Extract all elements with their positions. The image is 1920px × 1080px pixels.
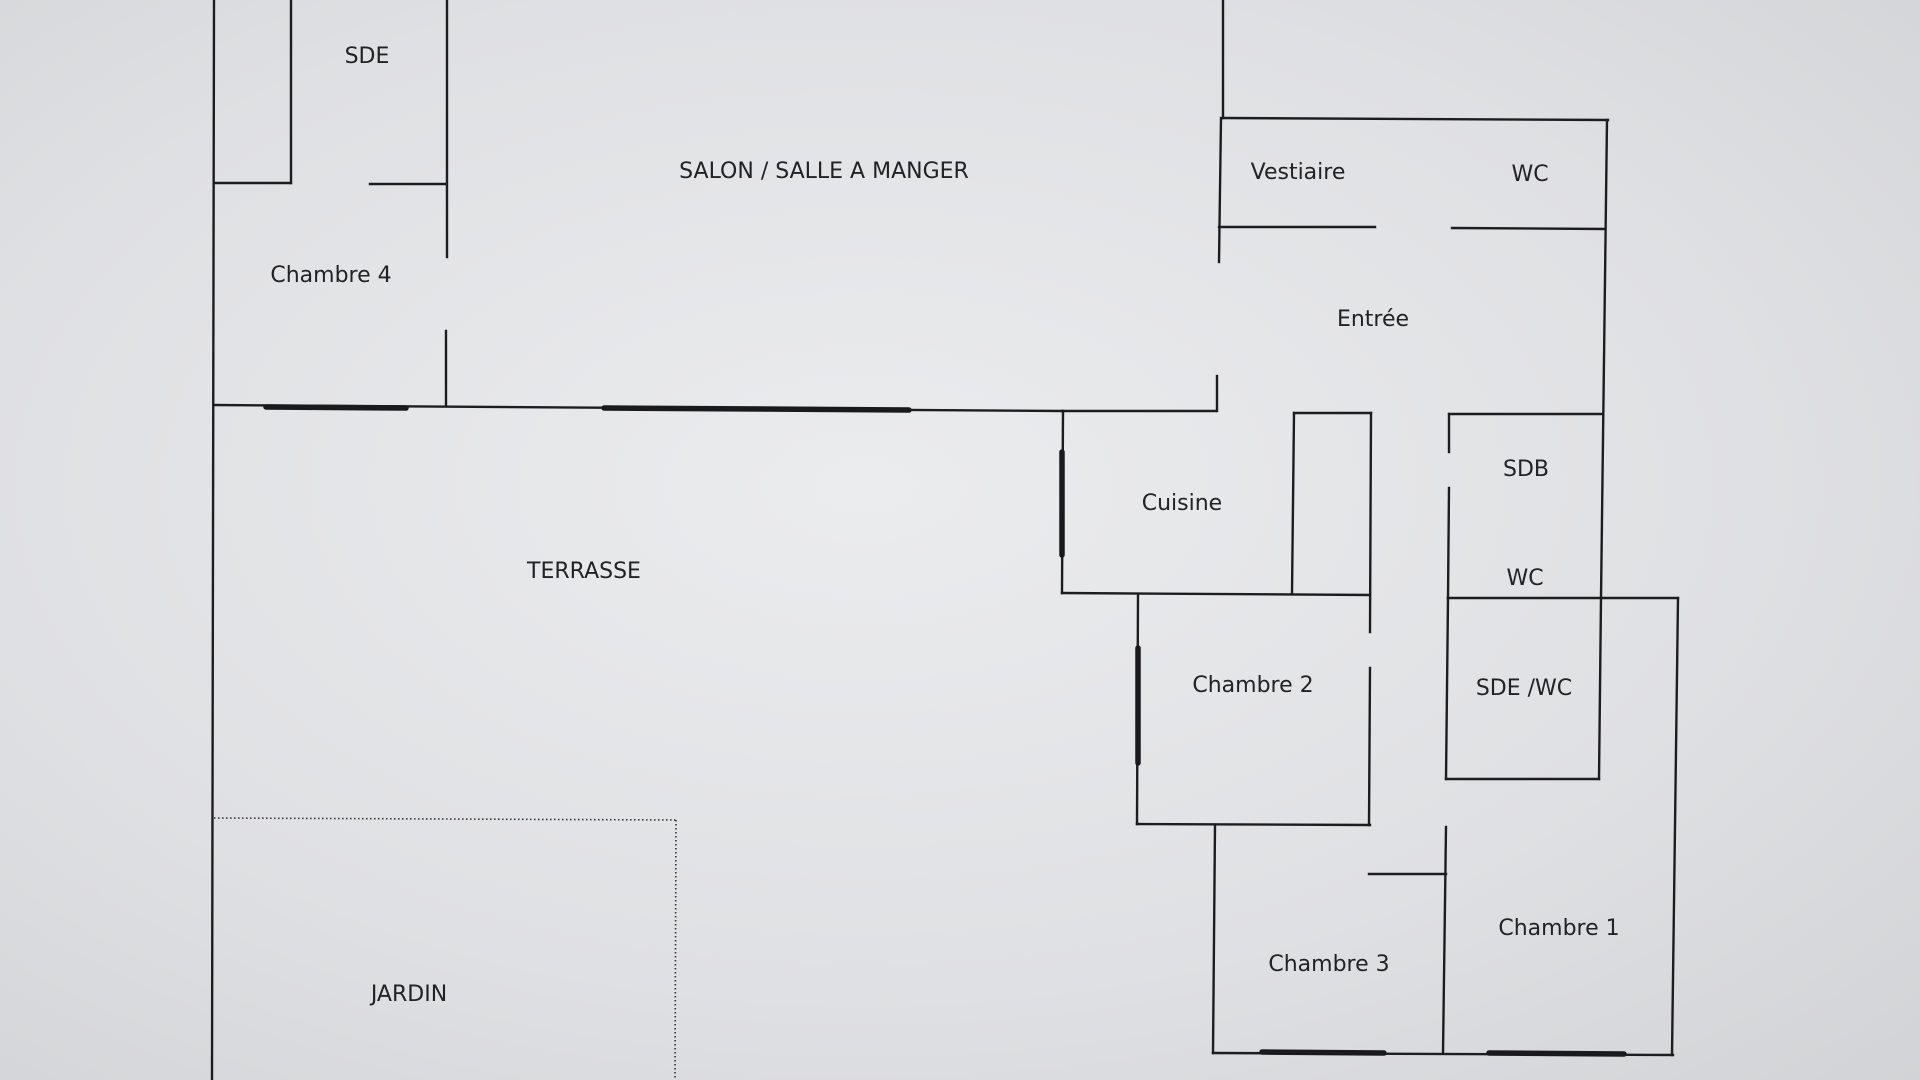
garden-top-edge	[213, 817, 677, 821]
windows	[263, 404, 1627, 1057]
label-terrasse: TERRASSE	[526, 559, 641, 584]
wall-sdewc-right	[1597, 596, 1603, 781]
room-labels: SDE SALON / SALLE A MANGER Vestiaire WC …	[270, 44, 1619, 1007]
label-chambre2: Chambre 2	[1192, 673, 1313, 698]
label-sdb: SDB	[1503, 457, 1549, 482]
label-sde-wc: SDE /WC	[1476, 676, 1572, 701]
wall-chambre2-bottom	[1135, 822, 1372, 827]
window-chambre4	[263, 404, 409, 411]
wall-wc-bottom	[1450, 226, 1607, 231]
label-entree: Entrée	[1337, 307, 1409, 332]
wall-sdb-left-lower	[1446, 486, 1451, 600]
label-cuisine: Cuisine	[1142, 491, 1222, 516]
garden-right-edge	[674, 819, 677, 1080]
wall-chambre-split	[1441, 825, 1448, 1055]
label-wc-mid: WC	[1506, 566, 1543, 591]
label-salon: SALON / SALLE A MANGER	[679, 159, 969, 184]
wall-cuisine-bottom	[1060, 591, 1372, 597]
window-chambre3	[1259, 1049, 1387, 1056]
label-chambre1: Chambre 1	[1498, 916, 1619, 941]
wall-chambre2-right	[1367, 666, 1372, 827]
wall-pantry-right	[1368, 411, 1373, 634]
label-sde-top: SDE	[345, 44, 390, 69]
wall-outer-left	[210, 0, 216, 1080]
walls	[210, 0, 1680, 1080]
label-chambre3: Chambre 3	[1268, 952, 1389, 977]
wall-right-outer	[1599, 118, 1609, 600]
wall-vestiaire-left	[1217, 116, 1223, 264]
window-salon	[601, 405, 912, 413]
label-chambre4: Chambre 4	[270, 263, 391, 288]
wall-chambre3-left	[1211, 823, 1217, 1055]
label-vestiaire: Vestiaire	[1251, 160, 1346, 185]
label-jardin: JARDIN	[369, 982, 447, 1007]
garden-boundary	[213, 817, 677, 1080]
wall-vestiaire-top	[1221, 116, 1610, 122]
label-wc-top: WC	[1511, 162, 1548, 187]
wall-pantry-left	[1290, 411, 1296, 596]
window-chambre1	[1486, 1050, 1627, 1057]
wall-right-outer-lower	[1670, 596, 1680, 1057]
wall-sdewc-left	[1444, 596, 1450, 781]
